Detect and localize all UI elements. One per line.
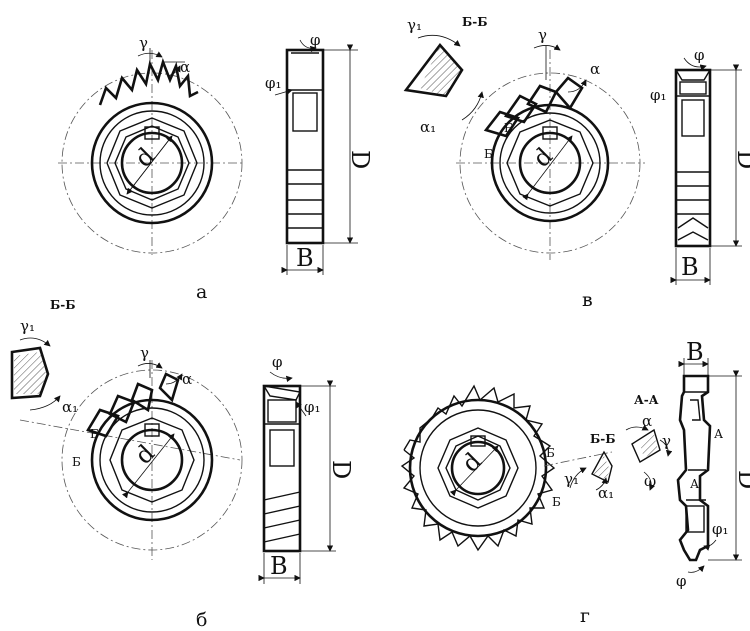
phi-label: φ	[310, 31, 321, 49]
gamma1-label: γ₁	[20, 317, 35, 335]
view-g-face	[400, 384, 673, 552]
omega-label: ω	[644, 472, 656, 490]
alpha1-label: α₁	[598, 484, 614, 502]
section-mark: Б	[552, 495, 561, 509]
section-aa-title: А-А	[634, 393, 659, 407]
diameter-label: D	[733, 470, 750, 489]
caption-g: г	[580, 605, 590, 627]
section-mark: А	[714, 427, 723, 441]
view-g-side	[676, 358, 742, 573]
section-mark: Б	[504, 121, 513, 135]
view-b-side	[258, 371, 336, 584]
teeth	[400, 384, 556, 552]
section-mark: Б	[72, 455, 81, 469]
gamma-label: γ	[662, 432, 671, 450]
gamma-label: γ	[538, 26, 547, 44]
section-bb-title: Б-Б	[462, 15, 488, 29]
alpha-label: α	[180, 58, 190, 76]
phi1-label: φ₁	[265, 74, 282, 92]
section-aa	[631, 428, 661, 464]
alpha-label: α	[642, 412, 652, 430]
view-a-side	[274, 39, 358, 275]
phi1-label: φ₁	[650, 86, 667, 104]
phi1-label: φ₁	[304, 398, 321, 416]
bore	[120, 131, 184, 195]
phi-label: φ	[694, 46, 705, 64]
teeth	[98, 57, 199, 106]
phi-label: φ	[676, 572, 687, 590]
alpha1-label: α₁	[420, 118, 436, 136]
alpha-label: α	[182, 370, 192, 388]
keyway	[144, 126, 160, 140]
hub-ring	[106, 117, 198, 209]
gamma1-label: γ₁	[564, 470, 579, 488]
phi1-label: φ₁	[712, 520, 729, 538]
bore-label: d	[456, 447, 487, 478]
width-label: B	[270, 552, 288, 580]
section-mark: Б	[484, 147, 493, 161]
diameter-label: D	[732, 150, 750, 169]
bore-label: d	[129, 439, 160, 470]
alpha1-label: α₁	[62, 398, 78, 416]
diameter-label: D	[346, 150, 374, 169]
width-label: B	[296, 244, 314, 272]
view-b-face	[10, 337, 243, 560]
view-v-side	[670, 57, 742, 285]
section-bb	[10, 346, 50, 400]
inserts	[483, 76, 584, 138]
gamma-label: γ	[139, 34, 148, 52]
section-mark: А	[690, 477, 699, 491]
bore-label: d	[129, 142, 160, 173]
section-mark: Б	[90, 427, 99, 441]
phi-label: φ	[272, 353, 283, 371]
gamma-label: γ	[140, 344, 149, 362]
gamma1-label: γ₁	[407, 16, 422, 34]
view-a-face	[58, 48, 245, 255]
view-v-face	[403, 34, 645, 260]
section-bb-title: Б-Б	[590, 432, 616, 446]
side-body	[285, 48, 325, 245]
section-mark: Б	[546, 446, 555, 460]
alpha-label: α	[590, 60, 600, 78]
width-label: B	[681, 253, 699, 281]
caption-v: в	[582, 289, 593, 311]
bore-label: d	[527, 142, 558, 173]
diameter-label: D	[327, 460, 355, 479]
caption-b: б	[196, 609, 207, 631]
width-label: B	[686, 338, 704, 366]
caption-a: а	[196, 281, 207, 303]
section-bb-title: Б-Б	[50, 298, 76, 312]
body-circle	[90, 101, 214, 225]
